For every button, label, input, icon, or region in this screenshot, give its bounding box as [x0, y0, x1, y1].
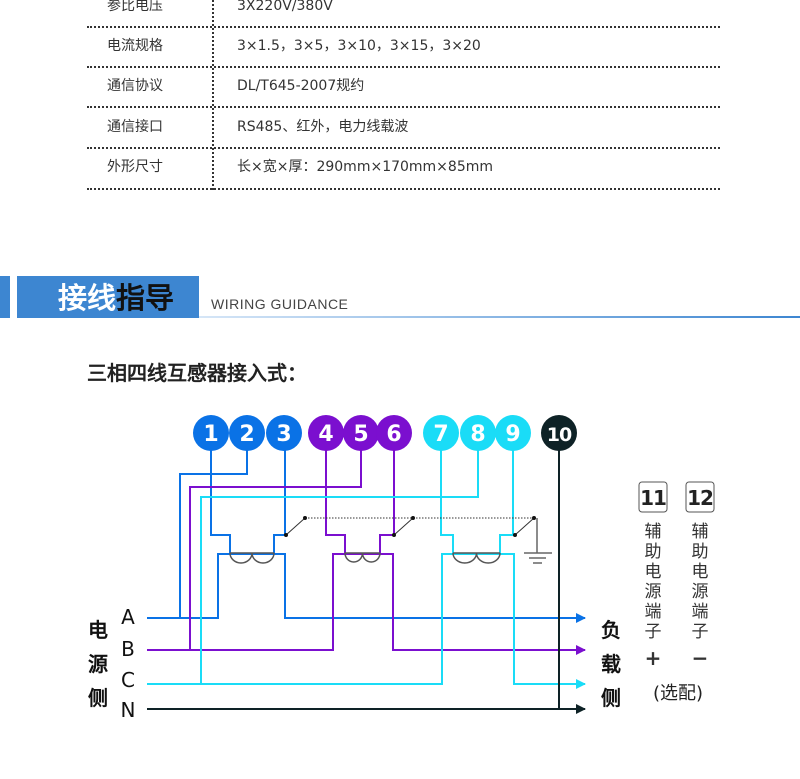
row-label: 参比电压 — [107, 0, 163, 14]
table-divider — [212, 0, 214, 190]
header-underline — [199, 316, 800, 318]
table-row: 参比电压 3X220V/380V — [87, 0, 720, 36]
row-label: 通信接口 — [107, 119, 163, 135]
row-value: RS485、红外，电力线载波 — [237, 119, 409, 135]
source-char: 侧 — [88, 686, 108, 710]
aux-char: 电 — [692, 562, 709, 582]
aux-terminal-12: 12 辅 助 电 源 端 子 − — [685, 481, 715, 670]
aux-char: 子 — [645, 622, 662, 642]
phase-labels: A B C N — [121, 605, 136, 722]
terminal-label: 2 — [239, 422, 254, 447]
header-accent-bar — [0, 276, 10, 318]
terminal-label: 3 — [276, 422, 291, 447]
terminal-4 — [308, 415, 344, 451]
table-row: 通信接口 RS485、红外，电力线载波 — [87, 117, 720, 157]
terminal-3 — [266, 415, 302, 451]
terminal-8 — [460, 415, 496, 451]
load-char: 侧 — [601, 686, 621, 710]
aux-terminal-11: 11 辅 助 电 源 端 子 + — [638, 481, 668, 670]
row-separator — [87, 106, 720, 108]
terminal-5 — [343, 415, 379, 451]
row-separator — [87, 147, 720, 149]
optional-note: (选配) — [653, 683, 703, 704]
switch-contacts — [284, 516, 536, 537]
phase-c-wiring — [147, 433, 586, 689]
terminal-label: 7 — [433, 422, 448, 447]
source-side-label: 电 源 侧 — [88, 618, 108, 710]
phase-label-a: A — [121, 605, 135, 629]
terminal-label: 10 — [547, 424, 572, 446]
phase-a-wiring — [147, 433, 586, 623]
aux-char: 端 — [645, 602, 662, 622]
aux-char: 源 — [692, 582, 709, 602]
section-title-en: WIRING GUIDANCE — [211, 296, 349, 312]
aux-char: 助 — [645, 542, 662, 562]
title-part-a: 接线 — [58, 281, 117, 315]
row-label: 外形尺寸 — [107, 159, 163, 175]
neutral-wiring — [147, 433, 586, 714]
row-value: 3X220V/380V — [237, 0, 333, 14]
row-label: 电流规格 — [107, 38, 163, 54]
row-value: DL/T645-2007规约 — [237, 78, 365, 94]
terminal-label: 5 — [353, 422, 368, 447]
aux-char: 电 — [645, 562, 662, 582]
terminals: 1 2 3 4 5 6 7 8 9 10 — [193, 415, 577, 451]
row-value: 3×1.5，3×5，3×10，3×15，3×20 — [237, 38, 481, 54]
terminal-label: 1 — [203, 422, 218, 447]
section-title: 接线指导 — [58, 280, 174, 316]
row-separator — [87, 66, 720, 68]
table-row: 外形尺寸 长×宽×厚：290mm×170mm×85mm — [87, 157, 720, 197]
table-row: 通信协议 DL/T645-2007规约 — [87, 76, 720, 116]
terminal-label: 4 — [318, 422, 333, 447]
switch-linkage — [285, 517, 535, 536]
load-side-label: 负 载 侧 — [601, 618, 621, 710]
diagram-subtitle: 三相四线互感器接入式： — [87, 361, 307, 385]
terminal-6 — [376, 415, 412, 451]
minus-sign: − — [692, 646, 709, 670]
terminal-9 — [495, 415, 531, 451]
table-row: 电流规格 3×1.5，3×5，3×10，3×15，3×20 — [87, 36, 720, 76]
terminal-10 — [541, 415, 577, 451]
load-char: 负 — [601, 618, 621, 642]
ground-icon — [524, 518, 552, 564]
terminal-label: 6 — [386, 422, 401, 447]
aux-char: 子 — [692, 622, 709, 642]
title-part-b: 指导 — [116, 281, 175, 315]
terminal-7 — [423, 415, 459, 451]
plus-sign: + — [645, 646, 662, 670]
row-value: 长×宽×厚：290mm×170mm×85mm — [237, 159, 494, 175]
source-char: 电 — [88, 618, 108, 642]
terminal-2 — [229, 415, 265, 451]
row-label: 通信协议 — [107, 78, 163, 94]
header-title-box — [17, 276, 199, 318]
aux-terminal-number: 12 — [687, 486, 713, 510]
aux-char: 端 — [692, 602, 709, 622]
row-separator — [87, 26, 720, 28]
aux-char: 辅 — [645, 522, 662, 542]
source-char: 源 — [88, 652, 108, 676]
phase-label-b: B — [121, 637, 135, 661]
aux-char: 源 — [645, 582, 662, 602]
phase-label-c: C — [121, 668, 135, 692]
row-separator — [87, 188, 720, 190]
terminal-label: 8 — [470, 422, 485, 447]
load-char: 载 — [601, 652, 621, 676]
ct-coils — [229, 552, 501, 564]
aux-terminal-number: 11 — [640, 486, 666, 510]
terminal-1 — [193, 415, 229, 451]
aux-char: 辅 — [692, 522, 709, 542]
phase-label-n: N — [121, 698, 136, 722]
aux-char: 助 — [692, 542, 709, 562]
terminal-label: 9 — [505, 422, 520, 447]
